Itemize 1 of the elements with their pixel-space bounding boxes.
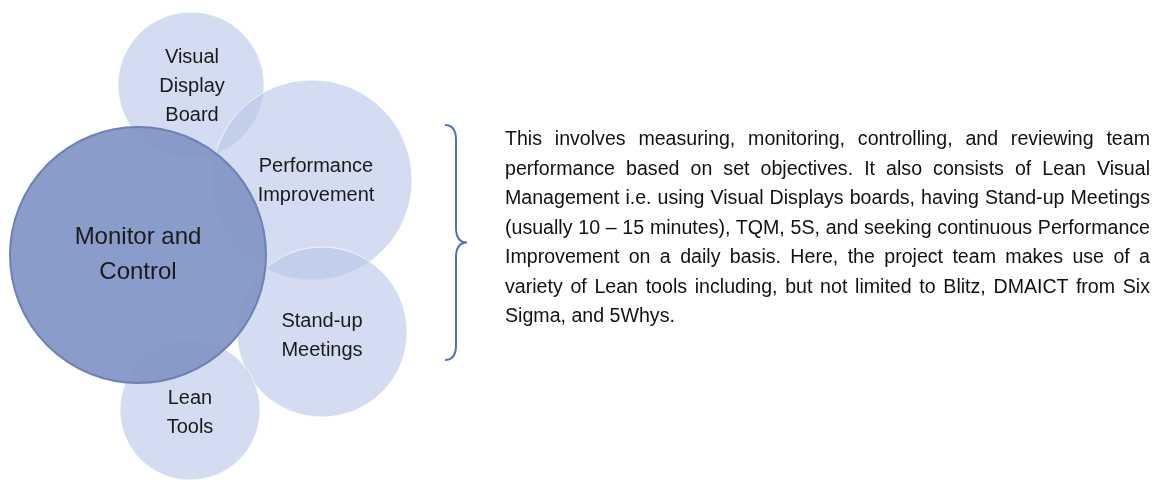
description-paragraph: This involves measuring, monitoring, controlling, and reviewing team performance based on set objectives. It also consists of Lean Visual Management i.e. using Visual Displays boards, having Stand-up Meetings (usually 10 – 15 minutes), TQM, 5S, and seeking continuous Performance Improvement on a daily basis. Here, the project team makes use of a variety of Lean tools including, but not limited to Blitz, DMAICT from Six Sigma, and 5Whys.: [505, 126, 1150, 328]
